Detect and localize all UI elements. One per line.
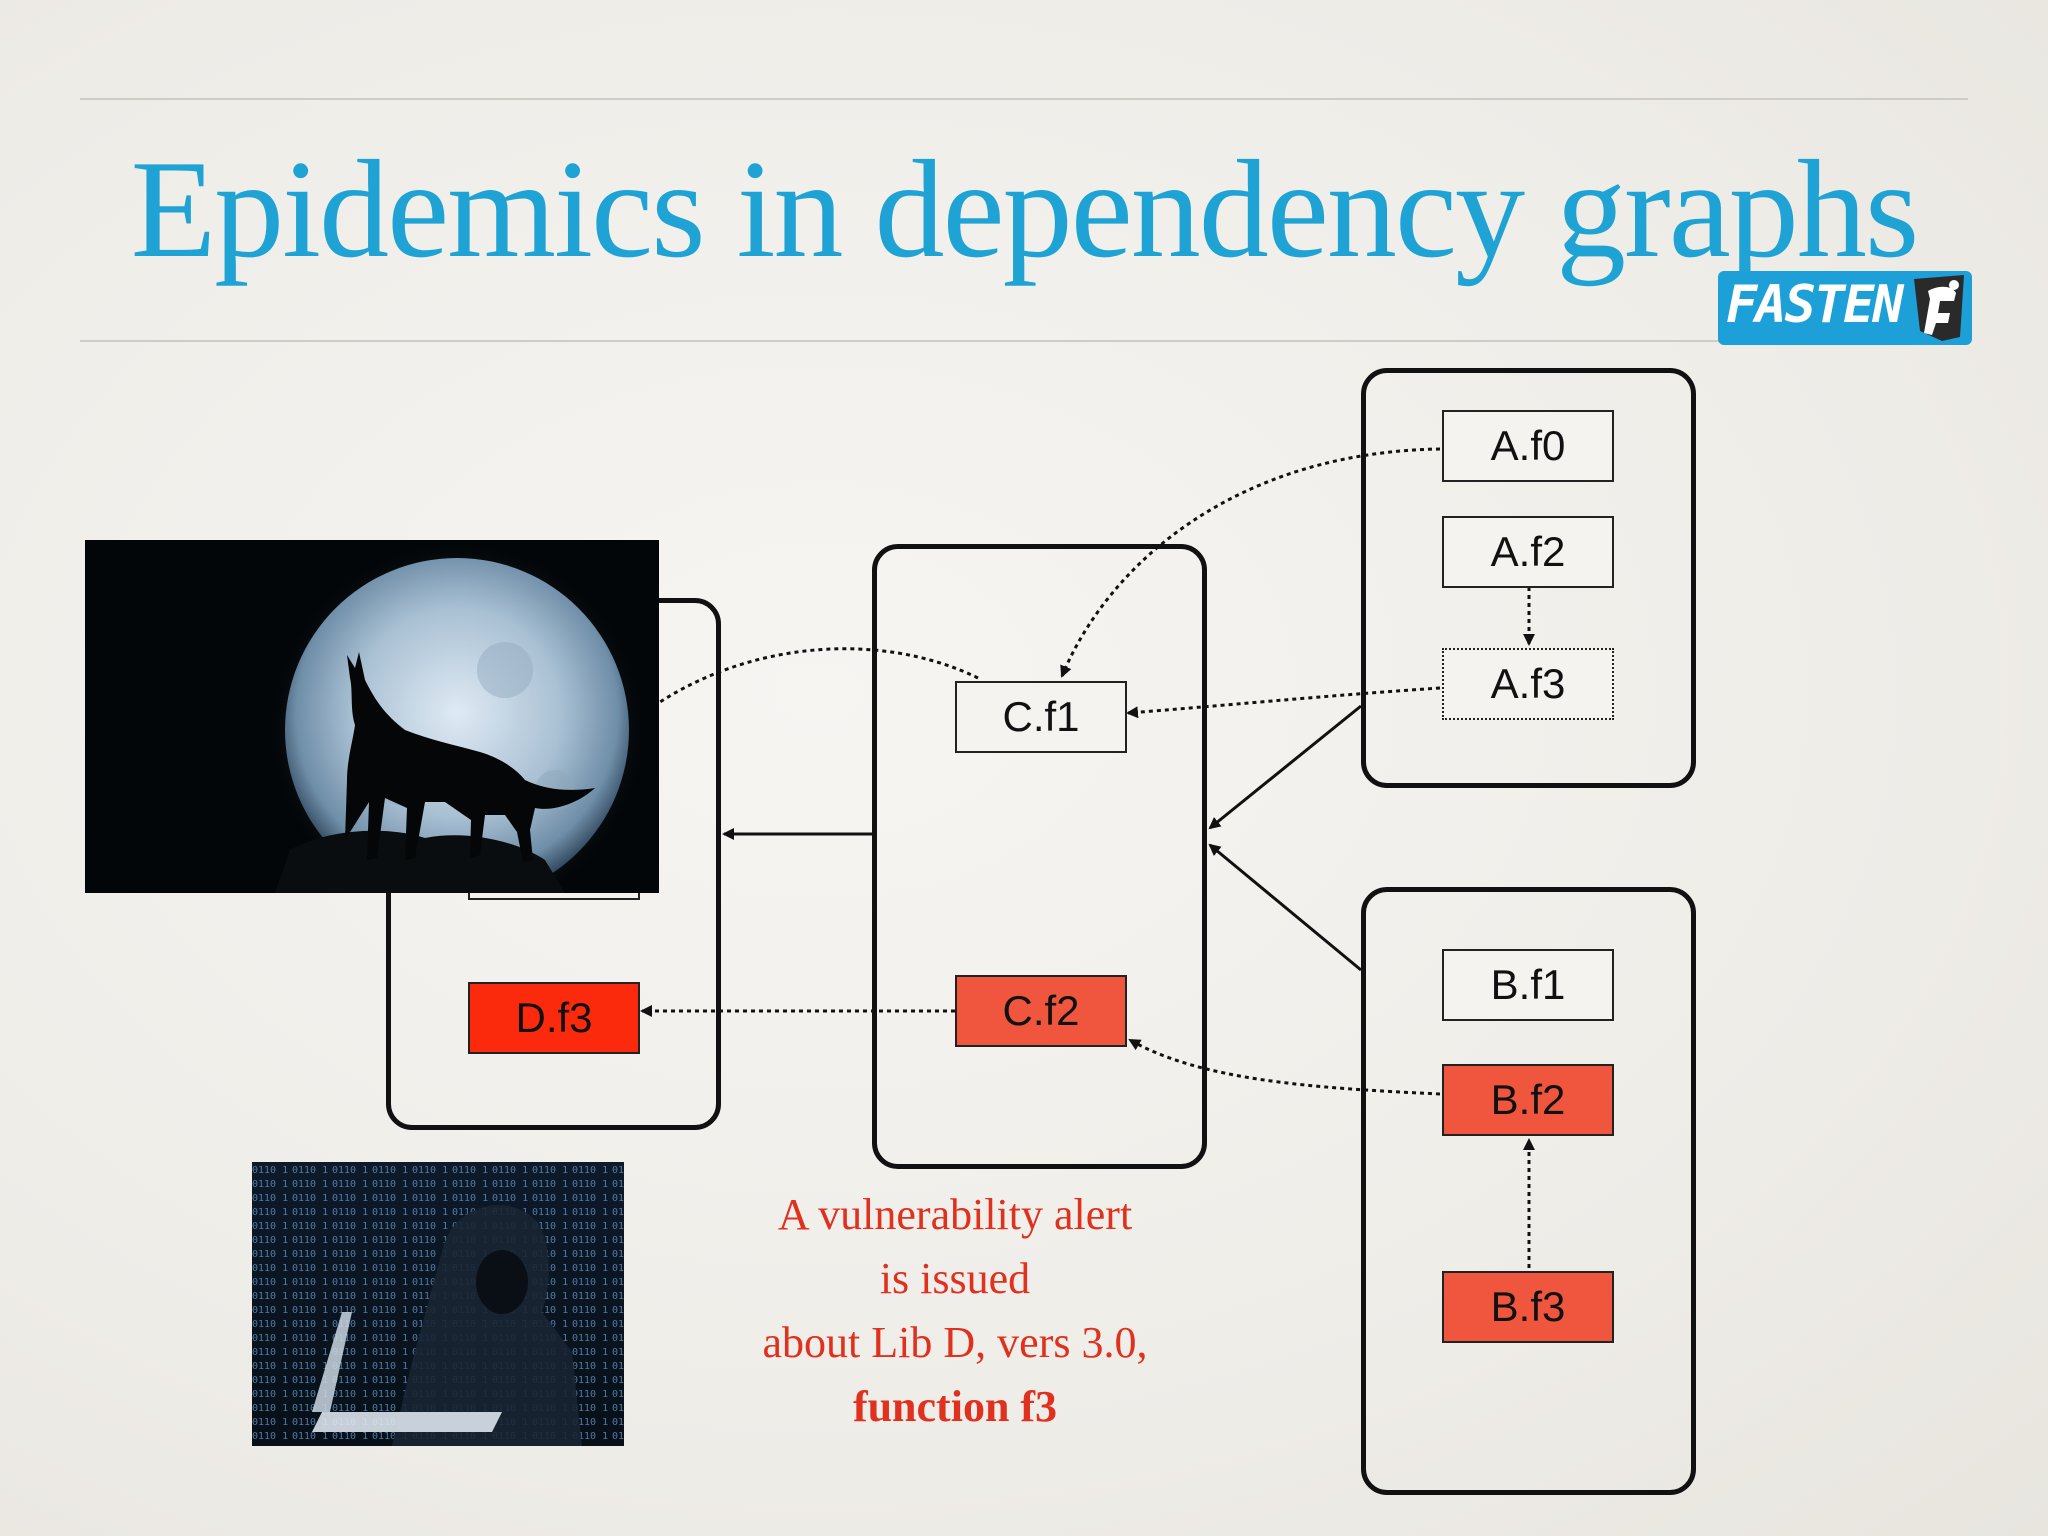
alert-line-4: function f3 bbox=[852, 1382, 1058, 1431]
call-bf2-cf2 bbox=[1128, 1038, 1441, 1096]
call-af0-cf1 bbox=[1060, 447, 1441, 678]
edge-b-to-c bbox=[1208, 843, 1362, 972]
alert-line-1: A vulnerability alert bbox=[777, 1190, 1133, 1239]
logo-text: FASTEN bbox=[1726, 275, 1904, 335]
call-cf1-d bbox=[639, 647, 979, 718]
node-b-f2: B.f2 bbox=[1442, 1064, 1614, 1136]
node-c-f2: C.f2 bbox=[955, 975, 1127, 1047]
fasten-logo: FASTEN bbox=[1718, 271, 1972, 345]
title-rule bbox=[80, 340, 1968, 342]
package-a bbox=[1361, 368, 1696, 788]
wolf-moon-image bbox=[85, 540, 659, 893]
node-d-f3: D.f3 bbox=[468, 982, 640, 1054]
node-c-f1: C.f1 bbox=[955, 681, 1127, 753]
alert-line-3: about Lib D, vers 3.0, bbox=[762, 1318, 1148, 1367]
node-b-f1: B.f1 bbox=[1442, 949, 1614, 1021]
node-a-f2: A.f2 bbox=[1442, 516, 1614, 588]
edge-a-to-c bbox=[1208, 704, 1362, 830]
vulnerability-alert: A vulnerability alert is issued about Li… bbox=[690, 1183, 1220, 1439]
package-c bbox=[872, 544, 1207, 1169]
call-af3-cf1 bbox=[1126, 686, 1441, 719]
node-a-f3: A.f3 bbox=[1442, 648, 1614, 720]
alert-line-2: is issued bbox=[879, 1254, 1031, 1303]
node-b-f3: B.f3 bbox=[1442, 1271, 1614, 1343]
slide-title: Epidemics in dependency graphs bbox=[130, 132, 1920, 287]
package-b bbox=[1361, 887, 1696, 1495]
top-rule bbox=[80, 98, 1968, 100]
fasten-f-icon bbox=[1914, 275, 1964, 341]
hacker-image: 0110 1 bbox=[252, 1162, 624, 1446]
node-a-f0: A.f0 bbox=[1442, 410, 1614, 482]
